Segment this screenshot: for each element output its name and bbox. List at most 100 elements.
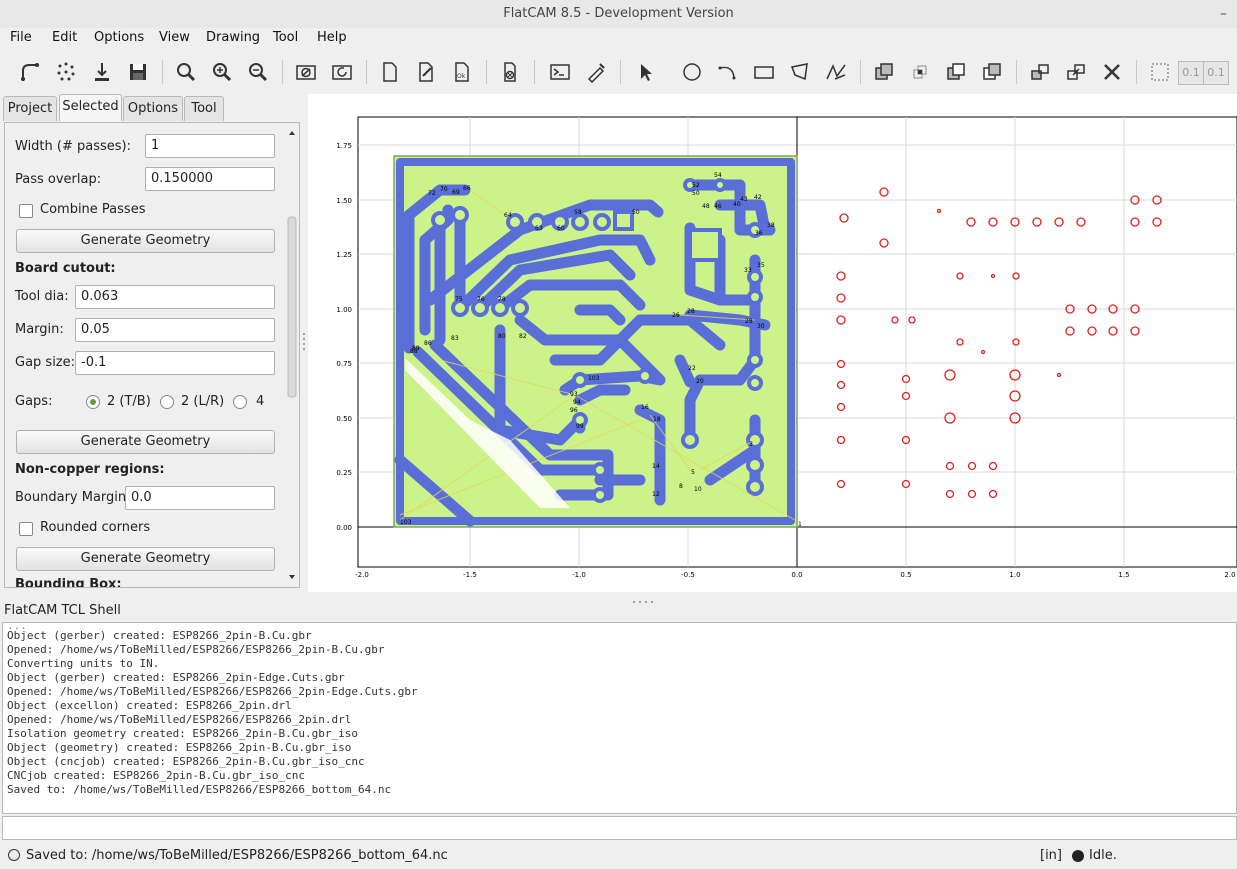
polygon-icon[interactable] [786,58,814,86]
units-indicator[interactable]: [in] [1040,848,1062,863]
gaps-4-radio[interactable] [233,395,247,409]
y-tick: 1.00 [336,306,352,314]
toolbar-separator [1136,60,1137,84]
tab-project[interactable]: Project [3,96,57,121]
pad-label: 78 [498,296,506,303]
margin-input[interactable]: 0.05 [75,318,275,342]
gaps-2lr-radio[interactable] [160,395,174,409]
shell-command-input[interactable] [2,816,1237,840]
update-geometry-icon[interactable]: Ok [448,58,476,86]
replot-icon[interactable] [16,58,44,86]
replot-all-icon[interactable] [328,58,356,86]
pass-overlap-label: Pass overlap: [15,172,102,187]
generate-noncopper-button[interactable]: Generate Geometry [16,547,275,571]
rounded-corners-checkbox[interactable] [19,522,33,536]
toolbar-separator [620,60,621,84]
pass-overlap-input[interactable]: 0.150000 [145,167,275,191]
toolbar-separator [860,60,861,84]
pad-label: 28 [687,308,695,315]
combine-passes-checkbox[interactable] [19,204,33,218]
width-passes-label: Width (# passes): [15,139,131,154]
close-icon[interactable] [1098,58,1126,86]
pad-label: 40 [733,201,741,208]
generate-geometry-button[interactable]: Generate Geometry [16,229,275,253]
svg-text:Ok: Ok [457,73,466,80]
delete-shape-icon[interactable] [496,58,524,86]
tab-tool[interactable]: Tool [184,96,224,121]
rectangle-icon[interactable] [750,58,778,86]
shell-icon[interactable] [546,58,574,86]
intersection-icon[interactable] [906,58,934,86]
shell-line: CNCjob created: ESP8266_2pin-B.Cu.gbr_is… [7,769,306,782]
pad-label: 28 [745,318,753,325]
panel-scrollbar[interactable] [287,127,297,583]
horizontal-splitter[interactable] [630,593,660,603]
notebook-tabs: Project Selected Options Tool [0,94,308,122]
copy-icon[interactable] [1026,58,1054,86]
snap-y-field[interactable]: 0.1 [1203,61,1229,85]
pad-label: 30 [757,323,765,330]
save-icon[interactable] [124,58,152,86]
generate-cutout-button[interactable]: Generate Geometry [16,430,275,454]
width-passes-input[interactable]: 1 [145,134,275,158]
y-tick: 1.25 [336,251,352,259]
menu-file[interactable]: File [10,30,32,45]
tool-dia-input[interactable]: 0.063 [75,285,275,309]
zoom-in-icon[interactable] [208,58,236,86]
tab-options[interactable]: Options [123,96,183,121]
select-icon[interactable] [632,58,660,86]
new-geometry-icon[interactable] [376,58,404,86]
move-icon[interactable] [1062,58,1090,86]
clear-all-icon[interactable] [292,58,320,86]
menu-drawing[interactable]: Drawing [206,30,261,45]
grid-snap-icon[interactable] [1146,58,1174,86]
gap-size-input[interactable]: -0.1 [75,351,275,375]
zoom-out-icon[interactable] [244,58,272,86]
shell-line: Object (gerber) created: ESP8266_2pin-B.… [7,629,312,642]
tab-selected[interactable]: Selected [59,94,122,121]
menu-help[interactable]: Help [317,30,347,45]
cut-icon[interactable] [978,58,1006,86]
edit-geometry-icon[interactable] [412,58,440,86]
pad-label: 82 [519,333,527,340]
subtraction-icon[interactable] [942,58,970,86]
copper-pads [431,178,764,503]
menu-edit[interactable]: Edit [52,30,78,45]
clear-plot-icon[interactable] [52,58,80,86]
minimize-button[interactable]: – [1220,6,1227,22]
menu-options[interactable]: Options [94,30,145,45]
circle-icon[interactable] [678,58,706,86]
gaps-2tb-radio[interactable] [86,395,100,409]
pad-label: 43 [740,196,748,203]
measure-icon[interactable] [582,58,610,86]
plot-canvas[interactable]: 72 70 69 66 64 63 60 58 50 54 52 50 48 4… [308,94,1237,592]
y-tick: 0.50 [336,415,352,423]
pad-label: 66 [463,185,471,192]
tcl-shell-output[interactable]: ... Object (gerber) created: ESP8266_2pi… [2,622,1237,814]
union-icon[interactable] [870,58,898,86]
y-tick: 0.75 [336,360,352,368]
pad-label: 10 [694,486,702,493]
pad-label: 69 [452,189,460,196]
menu-view[interactable]: View [159,30,190,45]
pad-label: 70 [440,186,448,193]
vertical-splitter[interactable] [302,330,306,354]
zoom-fit-icon[interactable] [172,58,200,86]
tool-dia-label: Tool dia: [15,289,69,304]
pad-label: 93 [570,391,578,398]
x-tick: 1.5 [1118,571,1129,579]
pad-label: 103 [400,519,412,526]
boundary-margin-input[interactable]: 0.0 [125,486,275,510]
pad-label: 26 [672,312,680,319]
snap-x-field[interactable]: 0.1 [1178,61,1204,85]
pad-label: 103 [588,375,600,382]
window-title: FlatCAM 8.5 - Development Version [503,6,734,21]
y-tick: 0.00 [336,524,352,532]
x-tick: -0.5 [681,571,695,579]
arc-icon[interactable] [714,58,742,86]
delete-icon[interactable] [88,58,116,86]
path-icon[interactable] [822,58,850,86]
pad-label: 99 [576,423,584,430]
menu-tool[interactable]: Tool [273,30,299,45]
toolbar-separator [486,60,487,84]
